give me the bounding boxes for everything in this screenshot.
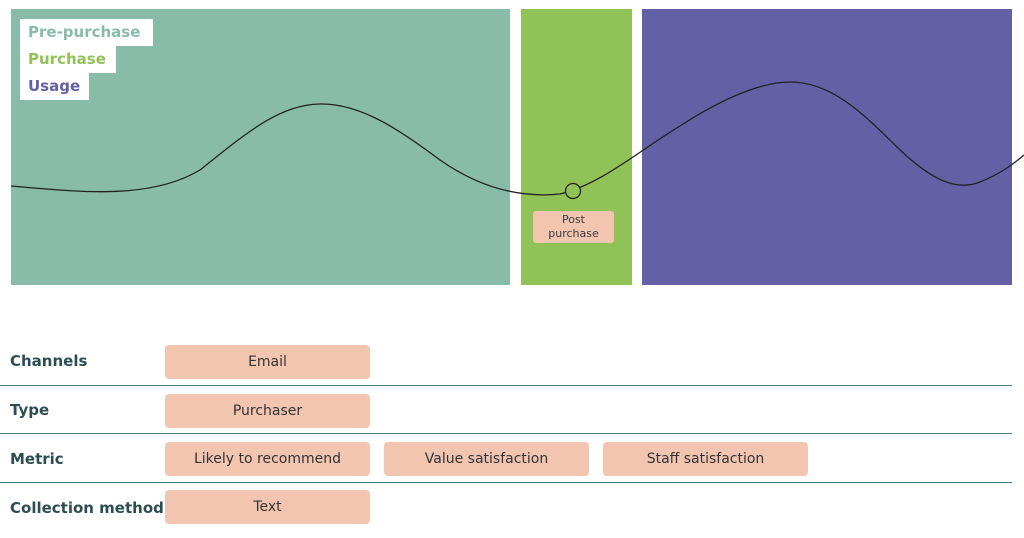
stage-purchase xyxy=(521,9,632,285)
legend-pre-purchase: Pre-purchase xyxy=(20,19,153,46)
post-purchase-label: Post purchase xyxy=(533,211,614,243)
legend-usage: Usage xyxy=(20,73,89,100)
row-label: Collection method xyxy=(10,499,164,517)
row-label: Metric xyxy=(10,450,64,468)
table-row-channels: Channels Email xyxy=(0,337,1012,386)
metric-tag-likely-to-recommend: Likely to recommend xyxy=(165,442,370,476)
row-divider xyxy=(0,482,1012,483)
collection-tag-text: Text xyxy=(165,490,370,524)
row-label: Type xyxy=(10,401,50,419)
metric-tag-value-satisfaction: Value satisfaction xyxy=(384,442,589,476)
row-divider xyxy=(0,385,1012,386)
type-tag-purchaser: Purchaser xyxy=(165,394,370,428)
row-label: Channels xyxy=(10,352,88,370)
table-row-metric: Metric Likely to recommend Value satisfa… xyxy=(0,434,1012,483)
channel-tag-email: Email xyxy=(165,345,370,379)
metric-tag-staff-satisfaction: Staff satisfaction xyxy=(603,442,808,476)
row-divider xyxy=(0,433,1012,434)
table-row-collection-method: Collection method Text xyxy=(0,483,1012,532)
legend-purchase: Purchase xyxy=(20,46,116,73)
stage-usage xyxy=(642,9,1012,285)
table-row-type: Type Purchaser xyxy=(0,386,1012,435)
